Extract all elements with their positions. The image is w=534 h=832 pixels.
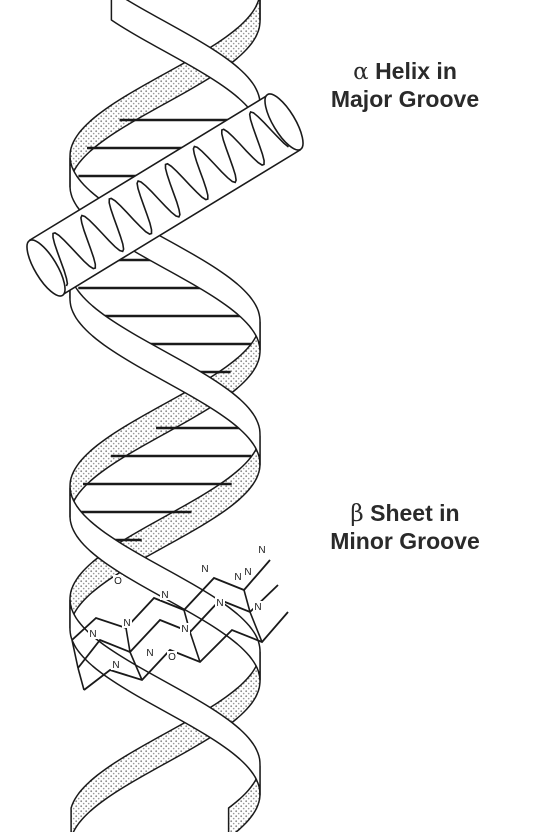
beta-atom-label: N [146, 648, 153, 659]
beta-atom-label: N [112, 660, 119, 671]
beta-atom-label: N [244, 567, 251, 578]
beta-atom-label: N [181, 624, 188, 635]
beta-cross-bond [78, 668, 84, 690]
beta-atom-label: N [216, 598, 223, 609]
alpha-label-line1: Helix in [375, 58, 457, 84]
alpha-symbol: α [353, 59, 369, 85]
beta-atom-label: N [254, 602, 261, 613]
beta-label-line2: Minor Groove [300, 528, 510, 555]
beta-symbol: β [350, 501, 363, 527]
beta-atom-label: N [234, 572, 241, 583]
beta-cross-bond [244, 590, 250, 612]
beta-atom-label: N [201, 564, 208, 575]
alpha-label-line2: Major Groove [300, 86, 510, 113]
beta-atom-label: O [114, 576, 122, 587]
beta-sheet-label: β Sheet in Minor Groove [300, 500, 510, 555]
beta-cross-bond [126, 628, 130, 652]
beta-cross-bond [190, 632, 200, 662]
alpha-helix-label: α Helix in Major Groove [300, 58, 510, 113]
beta-atom-label: N [258, 545, 265, 556]
beta-atom-label: N [89, 629, 96, 640]
beta-atom-label: N [161, 590, 168, 601]
beta-label-line1: Sheet in [370, 500, 459, 526]
beta-atom-label: O [168, 652, 176, 663]
beta-atom-label: N [123, 618, 130, 629]
